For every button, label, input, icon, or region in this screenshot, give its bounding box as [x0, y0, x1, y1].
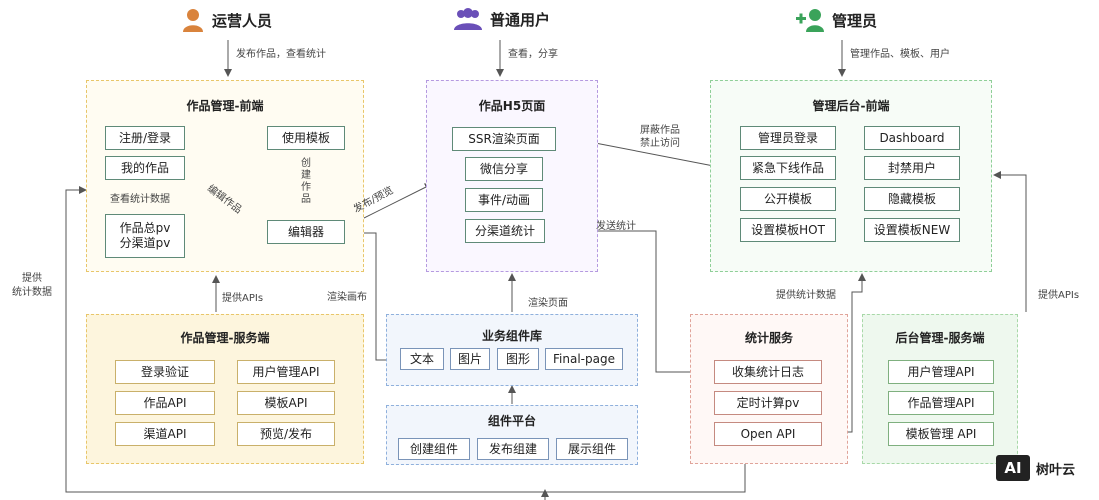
box-admin-works-api: 作品管理API [888, 391, 994, 415]
box-publish-component: 发布组建 [477, 438, 549, 460]
actor-admin-note: 管理作品、模板、用户 [850, 49, 950, 60]
actor-operator-note: 发布作品，查看统计 [236, 49, 326, 60]
label-provide-apis-left: 提供APIs [222, 293, 264, 304]
box-event-animation: 事件/动画 [465, 188, 543, 212]
box-register: 注册/登录 [105, 126, 185, 150]
box-works-api: 作品API [115, 391, 215, 415]
panel-component-platform-title: 组件平台 [487, 414, 536, 428]
brand-watermark: AI 树叶云 [996, 455, 1075, 481]
box-image: 图片 [450, 348, 490, 370]
box-public-template: 公开模板 [740, 187, 836, 211]
box-editor: 编辑器 [267, 220, 345, 244]
label-block-works: 屏蔽作品 禁止访问 [640, 125, 680, 149]
person-icon [183, 9, 203, 32]
box-template-new: 设置模板NEW [864, 218, 960, 242]
actor-operator: 运营人员 [182, 8, 272, 32]
box-ssr-render: SSR渲染页面 [452, 127, 556, 151]
box-template-hot: 设置模板HOT [740, 218, 836, 242]
label-provide-stats-data: 提供统计数据 [776, 290, 836, 301]
label-send-stats: 发送统计 [596, 221, 636, 232]
box-wechat-share: 微信分享 [465, 157, 543, 181]
panel-admin-server-title: 后台管理-服务端 [895, 331, 985, 345]
box-use-template: 使用模板 [267, 126, 345, 150]
group-icon [454, 8, 482, 30]
actor-user-label: 普通用户 [490, 10, 551, 29]
box-hide-template: 隐藏模板 [864, 187, 960, 211]
box-preview-publish: 预览/发布 [237, 422, 335, 446]
actor-admin-label: 管理员 [832, 11, 878, 30]
panel-works-frontend-title: 作品管理-前端 [186, 99, 264, 113]
panel-admin-frontend-title: 管理后台-前端 [812, 99, 890, 113]
box-works-stats: 作品总pv 分渠道pv [105, 214, 185, 258]
box-text: 文本 [400, 348, 444, 370]
label-provide-apis-right: 提供APIs [1038, 290, 1080, 301]
label-render-page: 渲染页面 [528, 298, 568, 309]
actor-user-note: 查看，分享 [508, 49, 558, 60]
box-ban-user: 封禁用户 [864, 156, 960, 180]
panel-biz-components-title: 业务组件库 [481, 329, 542, 343]
arrow-adminserver-admin [993, 171, 1027, 312]
box-my-works: 我的作品 [105, 156, 185, 180]
box-collect-logs: 收集统计日志 [714, 360, 822, 384]
panel-works-server-title: 作品管理-服务端 [180, 331, 270, 345]
box-open-api: Open API [714, 422, 822, 446]
add-user-icon [796, 9, 824, 32]
box-template-api: 模板API [237, 391, 335, 415]
actor-user: 普通用户 [454, 8, 550, 30]
box-admin-template-api: 模板管理 API [888, 422, 994, 446]
box-channel-api: 渠道API [115, 422, 215, 446]
box-login-verify: 登录验证 [115, 360, 215, 384]
box-user-api: 用户管理API [237, 360, 335, 384]
box-show-component: 展示组件 [556, 438, 628, 460]
label-provide-stats-left: 提供 统计数据 [12, 273, 52, 298]
box-admin-user-api: 用户管理API [888, 360, 994, 384]
box-create-component: 创建组件 [398, 438, 470, 460]
box-admin-login: 管理员登录 [740, 126, 836, 150]
label-create-works: 创建作品 [301, 158, 311, 205]
box-offline-works: 紧急下线作品 [740, 156, 836, 180]
actor-admin: 管理员 [796, 8, 877, 32]
box-shape: 图形 [497, 348, 539, 370]
label-view-stats: 查看统计数据 [110, 194, 170, 205]
brand-name: 树叶云 [1036, 462, 1076, 478]
box-final-page: Final-page [545, 348, 623, 370]
panel-stats-service-title: 统计服务 [744, 331, 793, 345]
panel-h5-page-title: 作品H5页面 [478, 99, 546, 113]
brand-logo: AI [996, 455, 1030, 481]
box-compute-pv: 定时计算pv [714, 391, 822, 415]
label-render-canvas: 渲染画布 [327, 292, 367, 303]
box-dashboard: Dashboard [864, 126, 960, 150]
box-channel-stats: 分渠道统计 [465, 219, 545, 243]
actor-operator-label: 运营人员 [212, 11, 273, 30]
